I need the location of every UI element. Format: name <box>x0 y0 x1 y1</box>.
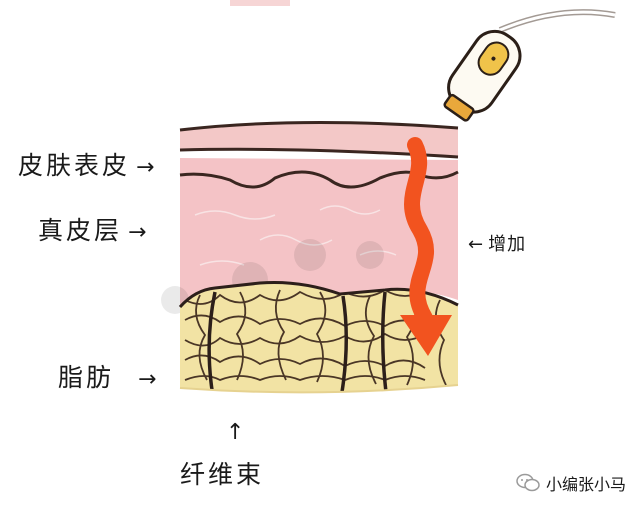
heat-arrow-shaft <box>404 137 434 326</box>
dermis-layer <box>180 158 458 307</box>
heat-arrow-head <box>400 315 452 356</box>
label-increase-text: 增加 <box>488 234 527 255</box>
device-icon <box>443 9 616 122</box>
watermark: 小编张小马 <box>516 471 626 495</box>
arrow-right-icon: → <box>136 155 158 180</box>
fiber-arrow: ↑ <box>226 420 244 445</box>
label-dermis-text: 真皮层 <box>38 216 123 245</box>
label-fat-text: 脂肪 <box>58 363 115 392</box>
label-fiber-text: 纤维束 <box>180 460 265 489</box>
fiber-bundles <box>207 291 388 393</box>
label-epidermis: 皮肤表皮→ <box>18 146 157 182</box>
watermark-text: 小编张小马 <box>545 475 626 494</box>
label-dermis: 真皮层→ <box>38 211 149 247</box>
label-fat: 脂肪 → <box>58 358 159 394</box>
fat-bottom-edge <box>179 384 459 394</box>
arrow-left-icon: ← <box>468 234 485 255</box>
arrow-up-icon: ↑ <box>226 420 245 445</box>
label-increase: ←增加 <box>468 230 526 256</box>
label-fiber: 纤维束 <box>180 455 264 491</box>
arrow-right-icon: → <box>138 367 160 392</box>
dermis-texture <box>194 205 397 266</box>
wechat-icon <box>516 473 540 492</box>
label-epidermis-text: 皮肤表皮 <box>18 151 131 180</box>
arrow-right-icon: → <box>128 220 150 245</box>
epidermis-top-line <box>179 120 459 132</box>
top-tint <box>230 0 290 6</box>
